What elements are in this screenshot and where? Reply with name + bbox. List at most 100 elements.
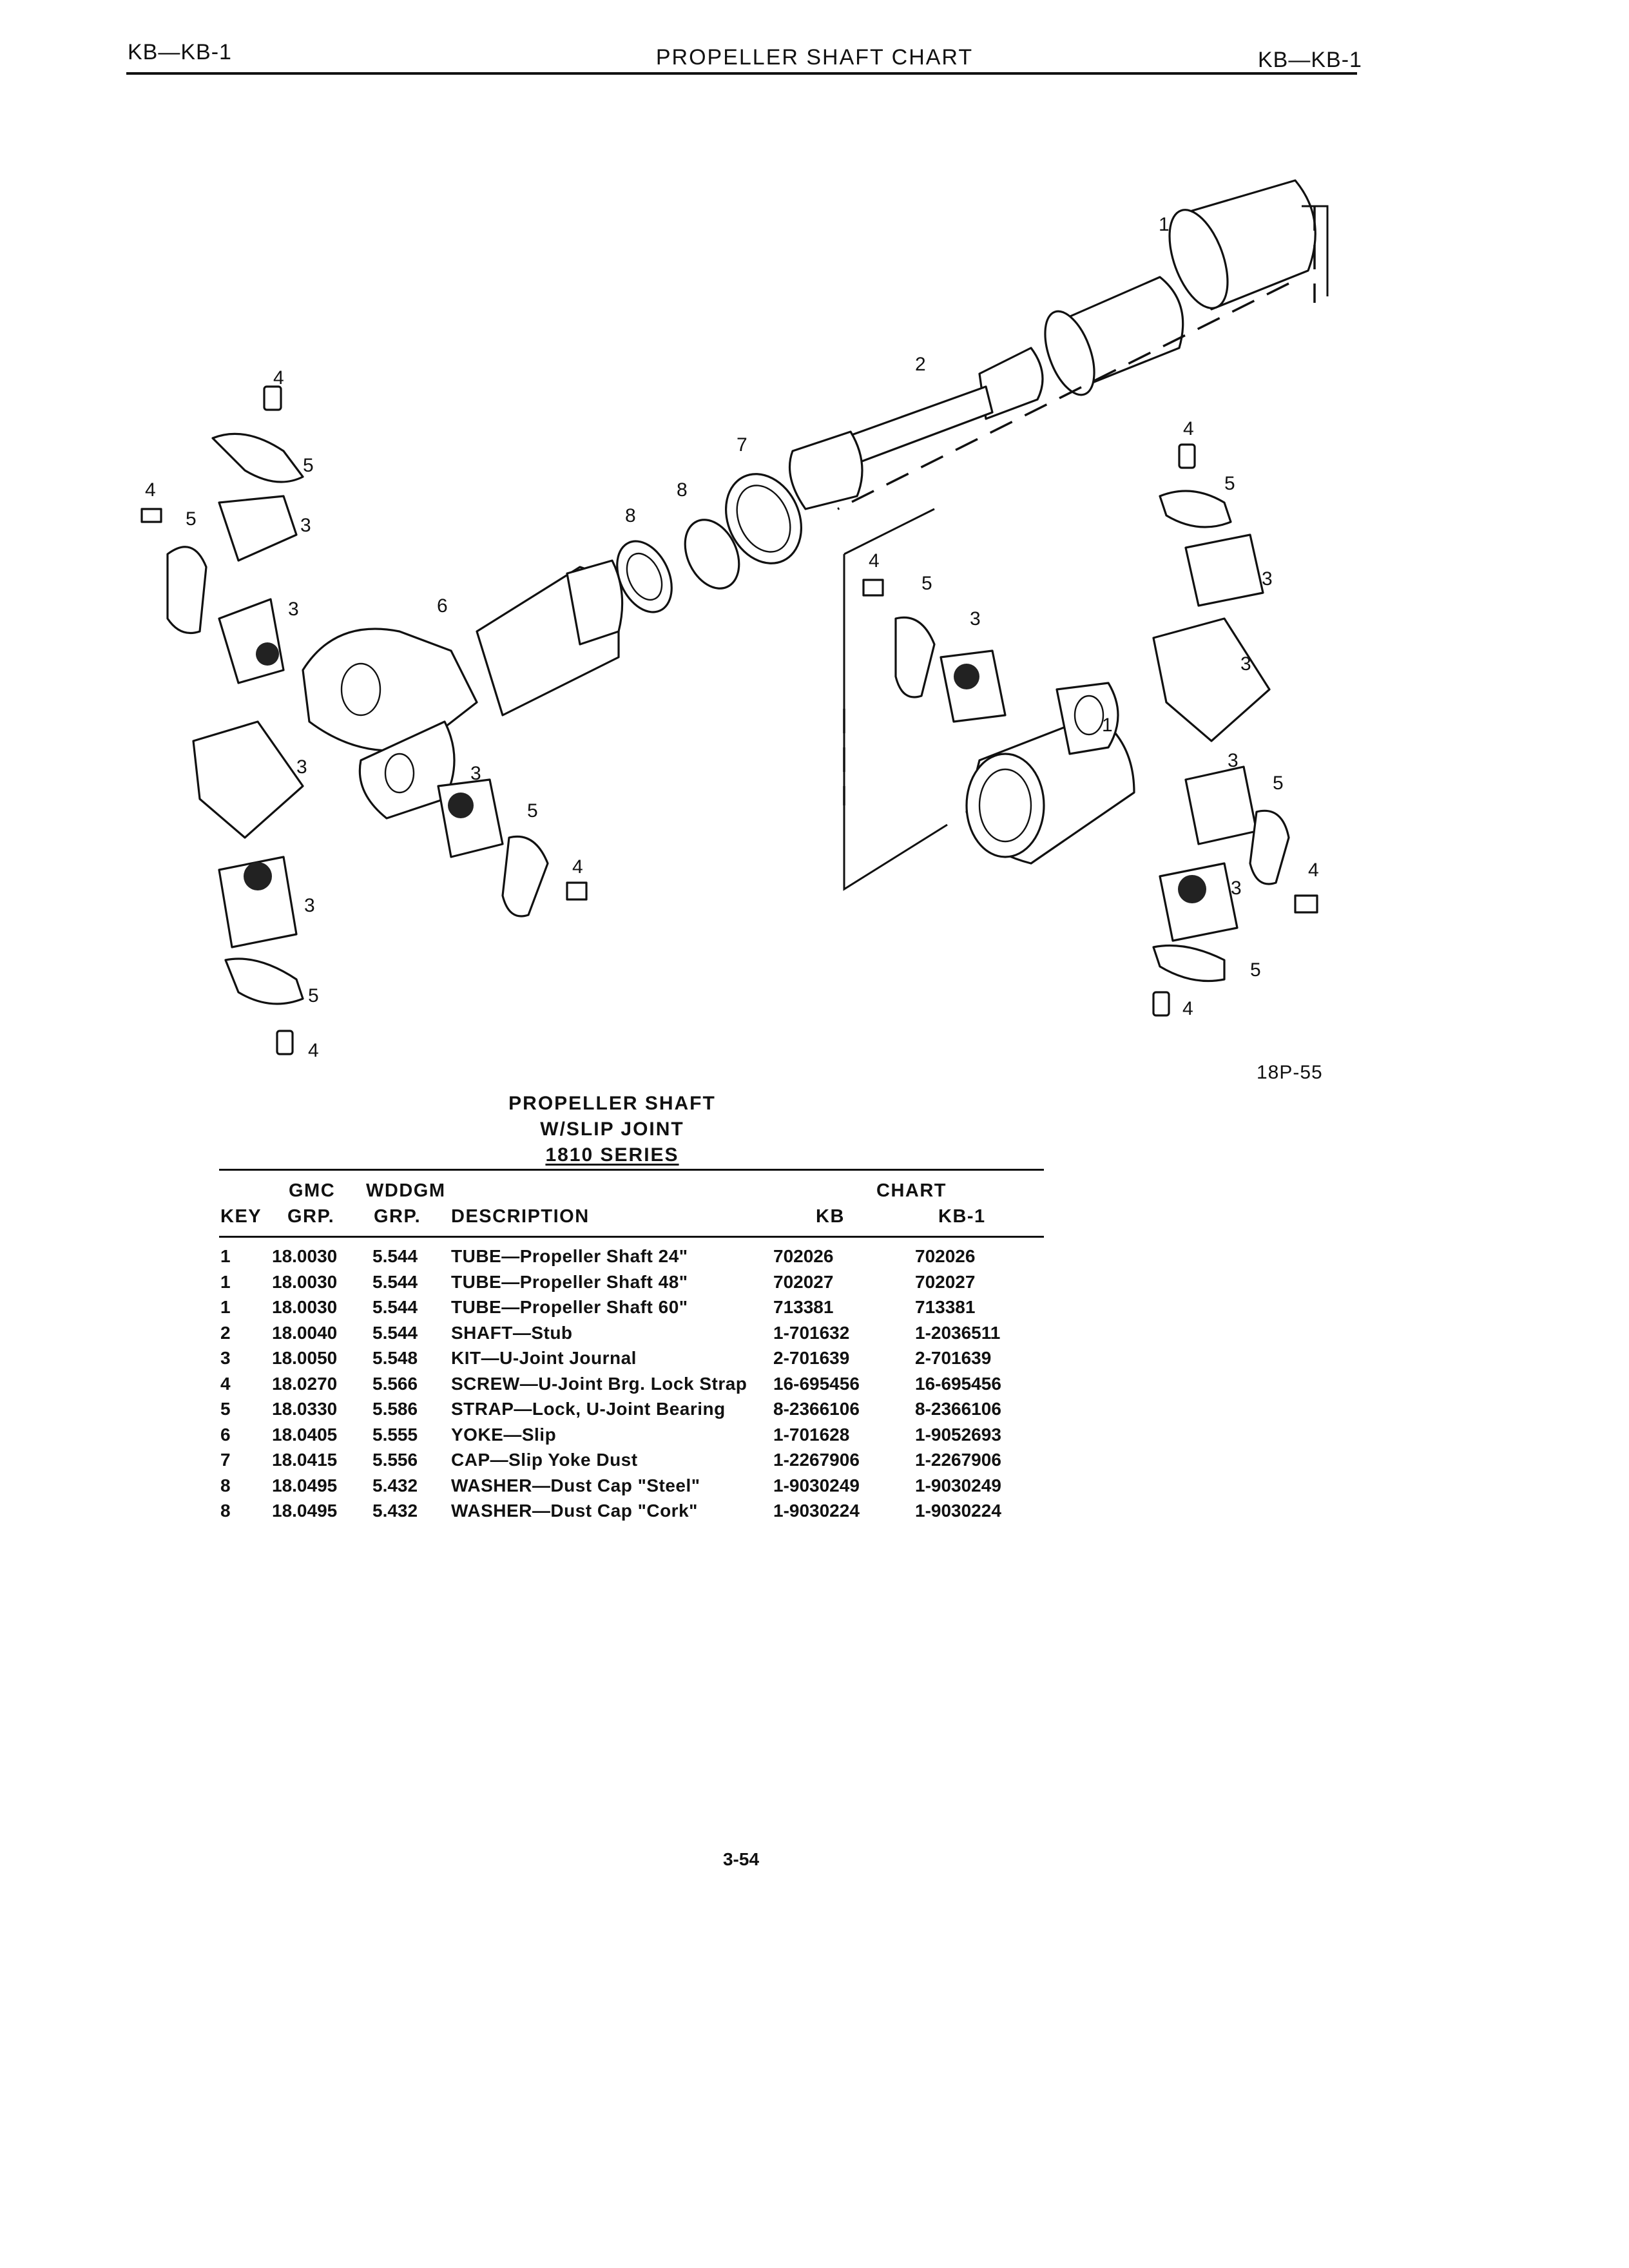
cell-gmc-grp: 18.0030 [272, 1246, 338, 1266]
slip-yoke-part [302, 559, 624, 820]
cell-kb: 713381 [773, 1297, 834, 1317]
callout-4-far-lower: 4 [1308, 860, 1319, 881]
cell-key: 1 [220, 1297, 231, 1317]
cell-description: TUBE—Propeller Shaft 60" [451, 1297, 688, 1317]
left-ujoint-group [140, 385, 304, 1055]
table-title-line-3: 1810 SERIES [545, 1144, 679, 1166]
cell-wddgm-grp: 5.556 [372, 1450, 418, 1470]
cell-wddgm-grp: 5.555 [372, 1424, 418, 1445]
exploded-parts-diagram: 1 2 7 8 8 6 4 5 4 5 3 3 3 3 5 4 3 5 4 4 … [140, 179, 1329, 1061]
cell-kb1: 1-9030224 [915, 1501, 1001, 1521]
table-header-rule [219, 1236, 1044, 1238]
stub-shaft-part [788, 347, 1044, 510]
table-title-line-2: W/SLIP JOINT [540, 1119, 684, 1140]
callout-3-bracket: 3 [970, 608, 981, 629]
cell-wddgm-grp: 5.544 [372, 1271, 418, 1292]
cell-kb: 2-701639 [773, 1348, 850, 1368]
center-ujoint-group [437, 778, 588, 918]
cell-key: 1 [220, 1246, 231, 1266]
cell-description: CAP—Slip Yoke Dust [451, 1450, 638, 1470]
cell-description: SCREW—U-Joint Brg. Lock Strap [451, 1373, 747, 1394]
callout-5-far-lower: 5 [1273, 773, 1284, 794]
cell-description: STRAP—Lock, U-Joint Bearing [451, 1399, 726, 1419]
callout-2: 2 [915, 354, 926, 375]
cell-key: 3 [220, 1348, 231, 1368]
far-right-ujoint-group [1152, 443, 1318, 1017]
page-title: PROPELLER SHAFT CHART [655, 45, 974, 70]
callout-3-center: 3 [470, 763, 481, 784]
cell-key: 8 [220, 1475, 231, 1495]
col-header-description: DESCRIPTION [451, 1206, 590, 1227]
table-top-rule [219, 1169, 1044, 1171]
cell-gmc-grp: 18.0270 [272, 1373, 338, 1394]
page-number: 3-54 [722, 1849, 760, 1869]
col-header-kb: KB [816, 1206, 845, 1227]
header-rule [126, 72, 1357, 75]
cell-key: 1 [220, 1271, 231, 1292]
callout-4-top: 4 [273, 367, 284, 389]
callout-6: 6 [437, 595, 448, 617]
cell-kb1: 1-9030249 [915, 1475, 1001, 1495]
callout-5-bracket: 5 [921, 573, 932, 594]
table-title-line-1: PROPELLER SHAFT [508, 1093, 716, 1114]
cell-description: SHAFT—Stub [451, 1322, 573, 1343]
col-header-key: KEY [220, 1206, 262, 1227]
cell-gmc-grp: 18.0030 [272, 1271, 338, 1292]
col-header-grp: GRP. [287, 1206, 335, 1227]
header-left-model: KB—KB-1 [128, 40, 232, 64]
cell-wddgm-grp: 5.432 [372, 1475, 418, 1495]
cell-description: WASHER—Dust Cap "Cork" [451, 1501, 698, 1521]
cell-gmc-grp: 18.0040 [272, 1322, 338, 1343]
col-header-chart: CHART [876, 1180, 947, 1201]
cell-kb: 1-9030249 [773, 1475, 860, 1495]
cell-kb: 1-9030224 [773, 1501, 860, 1521]
callout-1: 1 [1159, 214, 1170, 235]
cell-key: 6 [220, 1424, 231, 1445]
callout-3-mid: 3 [288, 599, 299, 620]
callout-5-left: 5 [186, 508, 197, 530]
cell-kb1: 1-2267906 [915, 1450, 1001, 1470]
col-header-grp2: GRP. [374, 1206, 421, 1227]
cell-gmc-grp: 18.0050 [272, 1348, 338, 1368]
callout-5-center: 5 [527, 800, 538, 822]
cell-kb: 1-701628 [773, 1424, 850, 1445]
cell-wddgm-grp: 5.544 [372, 1246, 418, 1266]
callout-3-cross: 3 [296, 756, 307, 778]
cell-description: YOKE—Slip [451, 1424, 557, 1445]
cell-gmc-grp: 18.0495 [272, 1501, 338, 1521]
cell-key: 4 [220, 1373, 231, 1394]
cell-kb1: 2-701639 [915, 1348, 992, 1368]
cell-kb: 1-701632 [773, 1322, 850, 1343]
callout-3-far-cross: 3 [1240, 653, 1251, 675]
callout-5-far: 5 [1224, 473, 1235, 494]
cell-kb: 16-695456 [773, 1373, 860, 1394]
callout-5-lower: 5 [308, 985, 319, 1006]
cell-gmc-grp: 18.0405 [272, 1424, 338, 1445]
cell-gmc-grp: 18.0495 [272, 1475, 338, 1495]
cell-kb: 702026 [773, 1246, 834, 1266]
cell-gmc-grp: 18.0415 [272, 1450, 338, 1470]
callout-3-far-lower: 3 [1228, 750, 1239, 771]
right-ujoint-group [843, 508, 1135, 891]
col-header-gmc: GMC [289, 1180, 336, 1201]
cell-kb1: 1-2036511 [915, 1322, 1001, 1343]
cell-key: 7 [220, 1450, 231, 1470]
cell-kb1: 1-9052693 [915, 1424, 1001, 1445]
callout-7: 7 [737, 434, 747, 456]
callout-1-yoke: 1 [1102, 715, 1113, 736]
callout-4-bracket: 4 [869, 550, 880, 572]
cell-gmc-grp: 18.0330 [272, 1399, 338, 1419]
dust-cap-and-washers [616, 473, 803, 613]
callout-4-center: 4 [572, 856, 583, 878]
header-right-model: KB—KB-1 [1258, 48, 1362, 72]
callout-4-far-bottom: 4 [1182, 998, 1193, 1019]
callout-8b: 8 [625, 505, 636, 526]
callout-4-left: 4 [145, 479, 156, 501]
callout-3-top: 3 [300, 515, 311, 536]
col-header-wddgm: WDDGM [366, 1180, 446, 1201]
cell-wddgm-grp: 5.566 [372, 1373, 418, 1394]
cell-wddgm-grp: 5.586 [372, 1399, 418, 1419]
cell-kb1: 713381 [915, 1297, 976, 1317]
callout-4-lower: 4 [308, 1040, 319, 1061]
callout-5-top: 5 [303, 455, 314, 476]
